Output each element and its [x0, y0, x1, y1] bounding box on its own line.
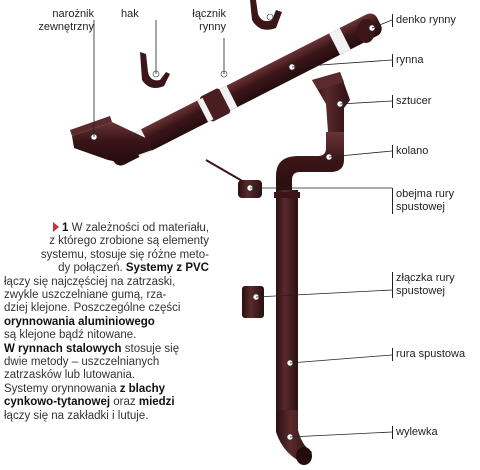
desc-line: dy połączeń.	[58, 262, 126, 275]
desc-line: stosuje się	[121, 342, 180, 355]
desc-line: W zależności od materiału,	[71, 222, 209, 234]
downpipe-clamp	[205, 159, 262, 198]
label-spout: wylewka	[392, 426, 438, 439]
desc-bold: miedzi	[138, 396, 175, 409]
label-hook: hak	[121, 8, 139, 20]
label-coupler: złączka rury spustowej	[392, 272, 455, 298]
label-outlet: sztucer	[392, 95, 431, 108]
desc-line: są klejone bądź nitowane.	[4, 329, 137, 342]
desc-line: Systemy orynnowania	[4, 382, 120, 395]
label-gutter: rynna	[392, 54, 424, 67]
outer-corner	[72, 122, 152, 162]
desc-bold: cynkowo-tytanowej	[4, 396, 111, 409]
desc-line: z którego zrobione są elementy	[49, 235, 209, 248]
desc-bold: W rynnach stalowych	[4, 342, 122, 355]
label-connector: łącznik rynny	[192, 8, 226, 33]
downpipe-coupler	[242, 286, 264, 318]
label-downpipe: rura spustowa	[392, 348, 465, 361]
gutter-hook	[140, 52, 170, 88]
desc-line: dwie metody – uszczelnianych	[4, 356, 160, 369]
label-outer-corner: narożnik zewnętrzny	[38, 8, 94, 33]
desc-bold: z blachy	[119, 382, 166, 395]
gutter-end-cap	[357, 19, 375, 43]
label-clamp: obejma rury spustowej	[392, 188, 454, 214]
desc-bold: Systemy z PVC	[125, 262, 209, 275]
gutter-connector	[250, 0, 282, 30]
desc-line: łączy się na zakładki i lutuje.	[4, 409, 149, 422]
desc-line: zatrzasków lub lutowania.	[4, 369, 136, 382]
desc-line: systemu, stosuje się różne meto-	[40, 248, 209, 261]
desc-line: oraz	[110, 396, 139, 409]
downpipe	[276, 190, 298, 430]
label-end-cap: denko rynny	[392, 14, 456, 27]
desc-line: zwykle uszczelniane gumą, rza-	[4, 289, 167, 302]
description-text: 1 W zależności od materiału, z którego z…	[4, 222, 209, 423]
label-elbow: kolano	[392, 145, 428, 158]
leader-lines	[93, 19, 393, 438]
triangle-marker-icon	[52, 222, 59, 232]
desc-line: dziej klejone. Poszczególne części	[4, 302, 181, 315]
desc-line: łączy się najczęściej na zatrzaski,	[4, 275, 176, 288]
elbow	[276, 132, 344, 196]
desc-bold: orynnowania aluminiowego	[4, 315, 155, 328]
marker-number: 1	[61, 222, 69, 234]
